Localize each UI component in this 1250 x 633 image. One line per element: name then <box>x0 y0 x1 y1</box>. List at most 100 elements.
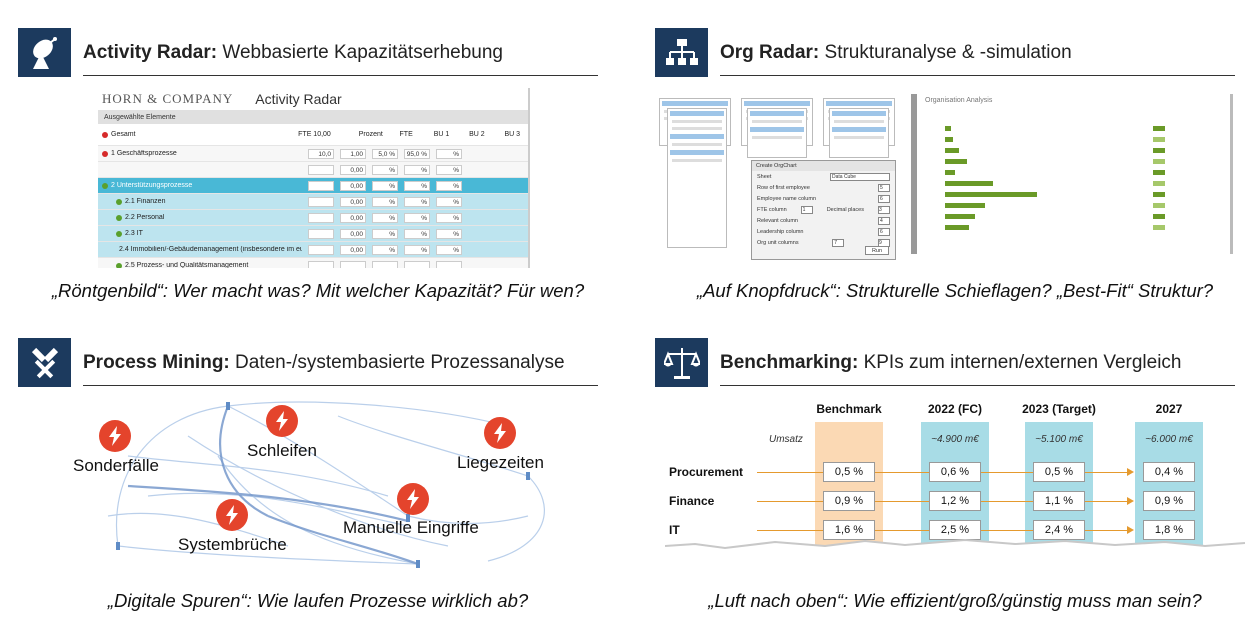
umsatz-label: Umsatz <box>769 434 803 445</box>
value-cell-bu2[interactable]: % <box>404 164 430 175</box>
value-cell-bu2[interactable]: % <box>404 212 430 223</box>
kpi-value: 0,4 % <box>1143 462 1195 482</box>
value-cell-bu3[interactable]: % <box>436 244 462 255</box>
field-label: Employee name column <box>757 195 817 202</box>
field-input[interactable]: 4 <box>878 216 890 225</box>
value-cell-bu3[interactable]: % <box>436 180 462 191</box>
value-cell-prozent[interactable]: 10,0 <box>308 148 334 159</box>
row-label: 2.5 Prozess- und Qualitätsmanagement <box>125 262 249 268</box>
table-row[interactable]: 2.5 Prozess- und Qualitätsmanagement <box>98 258 528 268</box>
analysis-bar <box>945 170 955 175</box>
value-cell-bu3[interactable]: % <box>436 196 462 207</box>
status-dot <box>116 214 122 221</box>
analysis-bar <box>945 181 993 186</box>
field-input[interactable]: 1 <box>800 205 813 214</box>
label-liegezeiten: Liegezeiten <box>457 453 544 472</box>
value-cell-bu1[interactable]: % <box>372 180 398 191</box>
activity-radar-screenshot: HORN & COMPANY Activity Radar Ausgewählt… <box>98 88 530 268</box>
field-input[interactable]: 6 <box>878 227 890 236</box>
value-cell-bu3[interactable] <box>436 260 462 268</box>
process-map <box>88 396 588 574</box>
value-cell-bu2[interactable]: % <box>404 228 430 239</box>
value-cell-prozent[interactable] <box>308 196 334 207</box>
run-button[interactable]: Run <box>865 246 889 255</box>
row-label: IT <box>669 523 680 537</box>
value-cell-bu3[interactable]: % <box>436 228 462 239</box>
analysis-bar <box>945 214 975 219</box>
dialog-title: Create OrgChart <box>752 161 895 171</box>
value-cell-prozent[interactable] <box>308 228 334 239</box>
kpi-value: 0,5 % <box>823 462 875 482</box>
kpi-value: 0,9 % <box>823 491 875 511</box>
value-cell-prozent[interactable] <box>308 212 334 223</box>
org-box <box>667 108 727 248</box>
value-cell-fte[interactable]: 0,00 <box>340 228 366 239</box>
column-header: 2022 (FC) <box>927 402 983 416</box>
arrow-head-icon <box>1127 468 1134 476</box>
value-cell-bu1[interactable]: % <box>372 244 398 255</box>
field-input[interactable]: 7 <box>832 238 845 247</box>
value-cell-bu3[interactable]: % <box>436 164 462 175</box>
value-cell-prozent[interactable] <box>308 244 334 255</box>
app-title: Activity Radar <box>255 91 342 107</box>
value-cell-fte[interactable]: 0,00 <box>340 196 366 207</box>
value-cell-bu3[interactable]: % <box>436 148 462 159</box>
status-dot <box>102 150 108 157</box>
value-cell-bu1[interactable]: % <box>372 196 398 207</box>
dialog-field: Employee name column 6 <box>752 193 895 204</box>
table-row[interactable]: 0,00%%% <box>98 162 528 178</box>
field-label: Relevant column <box>757 217 798 224</box>
value-cell-bu2[interactable]: % <box>404 180 430 191</box>
value-cell-prozent[interactable] <box>308 164 334 175</box>
value-cell-bu1[interactable]: % <box>372 164 398 175</box>
value-cell-prozent[interactable] <box>308 260 334 268</box>
divider <box>83 385 598 386</box>
value-cell-prozent[interactable] <box>308 180 334 191</box>
divider <box>720 75 1235 76</box>
value-cell-fte[interactable] <box>340 260 366 268</box>
field-label: Sheet <box>757 173 772 180</box>
row-label: 2 Unterstützungsprozesse <box>111 182 193 189</box>
status-dot <box>102 131 108 138</box>
value-cell-fte[interactable]: 0,00 <box>340 212 366 223</box>
analysis-bar <box>945 203 985 208</box>
decimal-input[interactable]: 3 <box>878 205 890 214</box>
table-row[interactable]: 2 Unterstützungsprozesse 0,00%%% <box>98 178 528 194</box>
value-cell-bu1[interactable]: % <box>372 228 398 239</box>
value-cell-fte[interactable]: 0,00 <box>340 164 366 175</box>
analysis-marker <box>1153 148 1165 153</box>
row-label: Procurement <box>669 465 744 479</box>
divider <box>720 385 1235 386</box>
table-row[interactable]: 2.4 Immobilien/-Gebäudemanagement (insbe… <box>98 242 528 258</box>
value-cell-bu3[interactable]: % <box>436 212 462 223</box>
field-input[interactable]: 5 <box>878 183 890 192</box>
dialog-field: Relevant column 4 <box>752 215 895 226</box>
value-cell-bu2[interactable]: % <box>404 244 430 255</box>
field-label: FTE column <box>757 206 787 213</box>
field-input[interactable]: 6 <box>878 194 890 203</box>
value-cell-bu1[interactable]: 5,0 % <box>372 148 398 159</box>
analysis-bar <box>945 137 953 142</box>
status-dot <box>116 198 122 205</box>
value-cell-bu1[interactable]: % <box>372 212 398 223</box>
value-cell-bu2[interactable]: % <box>404 196 430 207</box>
value-cell-fte[interactable]: 0,00 <box>340 180 366 191</box>
value-cell-fte[interactable]: 0,00 <box>340 244 366 255</box>
value-cell-bu1[interactable] <box>372 260 398 268</box>
row-label: Finance <box>669 494 715 508</box>
process-flow-graph <box>107 401 545 568</box>
analysis-bar <box>945 148 959 153</box>
field-input[interactable]: Data Cube <box>830 172 890 181</box>
status-dot <box>102 182 108 189</box>
value-cell-bu2[interactable]: 95,0 % <box>404 148 430 159</box>
value-cell-fte[interactable]: 1,00 <box>340 148 366 159</box>
value-cell-bu2[interactable] <box>404 260 430 268</box>
kpi-value: 0,5 % <box>1033 462 1085 482</box>
